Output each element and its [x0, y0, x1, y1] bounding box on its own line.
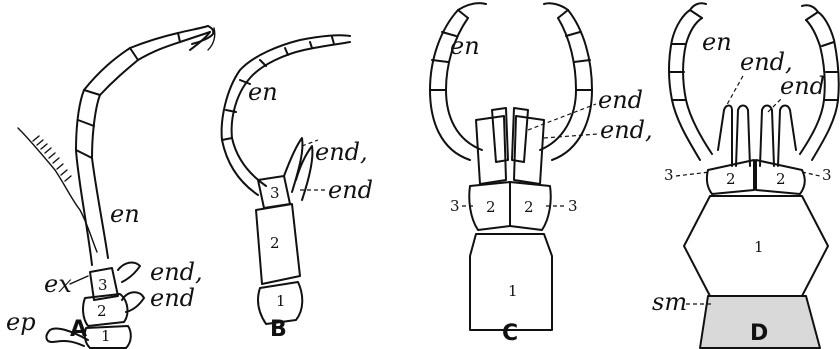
figure-b: en end, end 3 2 1 B	[222, 35, 373, 342]
figure-b-label-en: en	[248, 78, 278, 106]
figure-d-endite-4	[778, 106, 796, 167]
figure-b-num-2: 2	[270, 234, 280, 252]
figure-a-caption: A	[70, 317, 87, 342]
figure-a-label-ep: ep	[6, 308, 36, 336]
figure-b-label-end: end	[328, 176, 373, 204]
figure-d-endite-1	[718, 106, 732, 167]
figure-c-label-en: en	[450, 32, 480, 60]
figure-d-num-2-left: 2	[726, 170, 736, 188]
figure-d-label-en: en	[702, 28, 732, 56]
figure-a-endite-1	[118, 263, 140, 282]
figure-d-label-3-right: 3	[822, 166, 832, 184]
figure-a-num-1: 1	[101, 327, 111, 345]
figure-a-label-ex: ex	[44, 270, 72, 298]
figure-d-caption: D	[750, 321, 768, 346]
figure-b-endite-1	[284, 138, 303, 192]
figure-d-endite-2	[736, 106, 750, 167]
figure-c-label-end1: end,	[600, 116, 653, 144]
figure-a-endopod	[76, 26, 215, 265]
figure-a-label-end: end	[150, 284, 195, 312]
figure-d-num-1: 1	[754, 238, 764, 256]
figure-b-label-end1: end,	[315, 138, 368, 166]
figure-a-leader-ex	[70, 276, 88, 284]
figure-b-num-1: 1	[276, 292, 286, 310]
figure-d: en end, end 3 3 2 2 1 sm D	[652, 3, 839, 348]
figure-d-endite-3	[760, 106, 774, 167]
figure-d-label-3-left: 3	[664, 166, 674, 184]
figure-d-num-2-right: 2	[776, 170, 786, 188]
figure-c-label-3-right: 3	[568, 197, 578, 215]
figure-c-caption: C	[502, 321, 518, 346]
figure-c: en end end, 3 3 2 2 1 C	[430, 3, 653, 346]
figure-d-segments	[684, 106, 828, 349]
figure-c-label-end: end	[598, 86, 643, 114]
figure-d-label-sm: sm	[652, 288, 687, 316]
figure-c-leader-end1	[544, 134, 598, 138]
figure-a-label-end1: end,	[150, 258, 203, 286]
figure-c-num-1: 1	[508, 282, 518, 300]
figure-c-num-2-left: 2	[486, 198, 496, 216]
figure-b-num-3: 3	[270, 184, 280, 202]
figure-a-label-en: en	[110, 200, 140, 228]
figure-b-endite	[296, 146, 313, 200]
figure-d-endopod-left	[669, 3, 712, 160]
figure-c-num-2-right: 2	[524, 198, 534, 216]
figure-d-leader-3-left	[676, 172, 710, 176]
figure-c-label-3-left: 3	[450, 197, 460, 215]
figure-a: en ex end, end ep 3 2 1 A	[6, 26, 215, 348]
figure-b-caption: B	[270, 317, 287, 342]
figure-d-leader-end1	[724, 74, 744, 110]
figure-a-num-2: 2	[97, 302, 107, 320]
figure-a-num-3: 3	[98, 276, 108, 294]
figure-a-flagellum	[18, 128, 97, 252]
figure-d-label-end: end	[780, 72, 825, 100]
